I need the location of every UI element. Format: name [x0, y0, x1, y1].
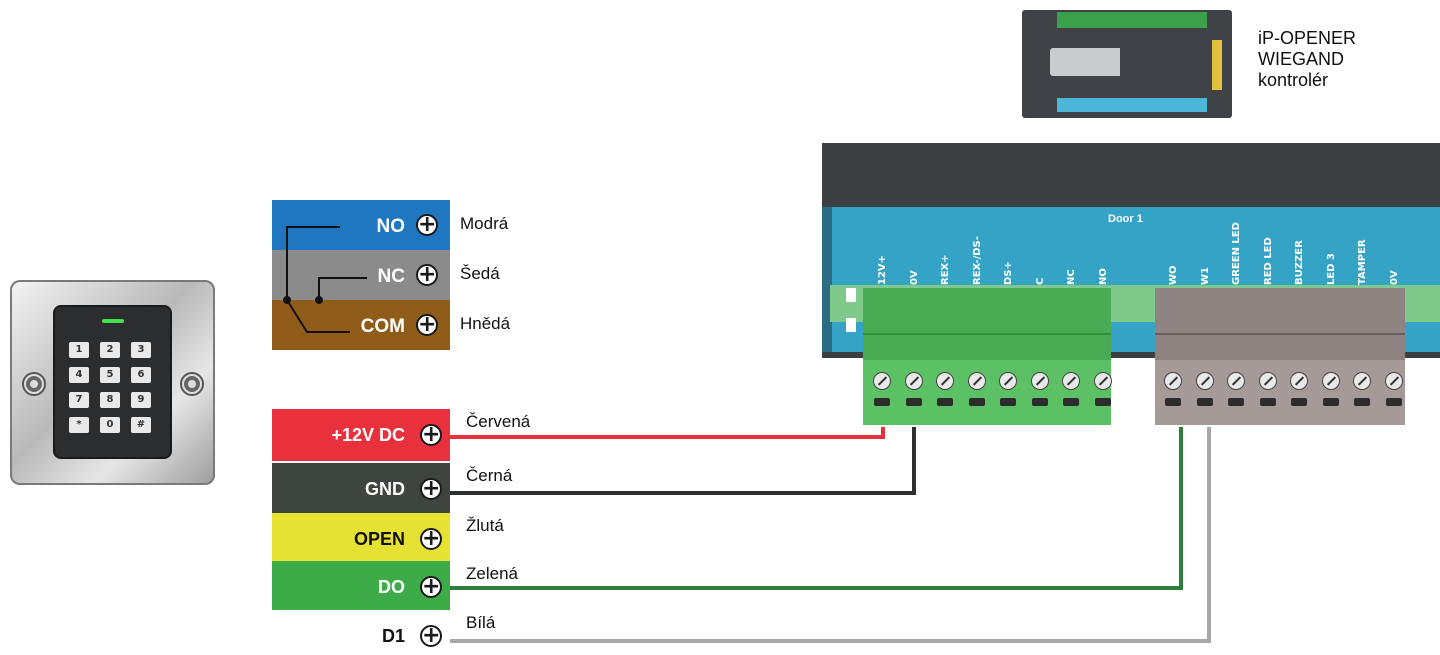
wire-white: [445, 427, 1211, 643]
terminal-slot: [1031, 398, 1048, 406]
controller-title-line2: WIEGAND: [1258, 49, 1345, 69]
cable-terminal-name: D1: [381, 626, 405, 646]
relay-wire-label: Modrá: [460, 214, 509, 233]
terminal-screw-icon: [967, 372, 986, 390]
cable-terminal-name: OPEN: [353, 529, 405, 549]
green-block-divider: [863, 333, 1111, 335]
terminal-slot: [905, 398, 922, 406]
terminal-plus-icon: +: [420, 526, 442, 551]
terminal-plus-icon: +: [420, 623, 442, 648]
terminal-screw-icon: [1290, 372, 1308, 390]
green-block-base: [863, 360, 1111, 425]
relay-terminal-name: NO: [376, 216, 406, 237]
keypad-key: 2: [100, 342, 120, 358]
relay-terminal-name: COM: [360, 316, 405, 337]
terminal-screw-icon: [1258, 372, 1277, 390]
wire-black: [445, 427, 916, 495]
keypad-key: 3: [131, 342, 151, 358]
wire-red: [445, 427, 885, 439]
terminal-plus-icon: +: [420, 422, 442, 447]
terminal-slot: [937, 398, 953, 406]
terminal-screw-icon: [1321, 372, 1340, 390]
controller-top-strip: [1057, 12, 1207, 28]
terminal-screw-icon: [999, 372, 1017, 390]
terminal-slot: [1322, 398, 1339, 406]
controller-bottom-strip: [1057, 98, 1207, 112]
terminal-slot: [1354, 398, 1370, 406]
cable-wire-label: Černá: [466, 466, 513, 485]
keypad-key: 6: [131, 367, 151, 383]
terminal-plus-icon: +: [416, 212, 438, 237]
terminal-screw-icon: [936, 372, 954, 390]
terminal-slot: [1196, 398, 1213, 406]
keypad-key: #: [131, 417, 151, 433]
cable-terminal-name: +12V DC: [331, 425, 405, 445]
keypad-led: [102, 319, 124, 323]
terminal-screw-icon: [904, 372, 923, 390]
terminal-slot: [874, 398, 890, 406]
cable-terminal-name: GND: [365, 479, 405, 499]
controller-title-line1: iP-OPENER: [1258, 28, 1357, 48]
cable-wire-label: Červená: [466, 412, 531, 431]
keypad-key: 9: [131, 392, 151, 408]
wire-green: [445, 427, 1183, 590]
terminal-slot: [1165, 398, 1181, 406]
cable-wire-label: Zelená: [466, 564, 518, 583]
keypad-left-screw: [24, 374, 44, 394]
keypad-right-screw: [182, 374, 202, 394]
controller-board-edge: [822, 207, 832, 352]
gray-block-base: [1155, 360, 1405, 425]
cable-wire-label: Bílá: [466, 613, 496, 632]
board-indicator-1: [846, 288, 856, 302]
relay-terminal-name: NC: [377, 266, 405, 287]
controller-photo: [1022, 10, 1232, 118]
controller-title: iP-OPENER WIEGAND kontrolér: [1258, 28, 1356, 91]
terminal-screw-icon: [1384, 372, 1403, 390]
door-label: Door 1: [1108, 213, 1143, 225]
controller-title-line3: kontrolér: [1258, 70, 1329, 90]
keypad-key: 5: [100, 367, 120, 383]
terminal-screw-icon: [1227, 372, 1245, 390]
controller-logo-panel: [1050, 48, 1120, 76]
terminal-slot: [1259, 398, 1276, 406]
controller-connector: [1212, 40, 1222, 90]
terminal-screw-icon: [1353, 372, 1371, 390]
green-terminal-block: [863, 288, 1111, 425]
terminal-slot: [1385, 398, 1402, 406]
keypad-key: 4: [69, 367, 89, 383]
relay-wire-label: Šedá: [460, 264, 500, 283]
keypad-key: 7: [69, 392, 89, 408]
terminal-slot: [1063, 398, 1079, 406]
relay-wiring: [283, 226, 367, 333]
terminal-plus-icon: +: [416, 312, 438, 337]
board-indicator-2: [846, 318, 856, 332]
terminal-slot: [1228, 398, 1244, 406]
cable-terminal-name: DO: [378, 577, 405, 597]
terminal-screw-icon: [1030, 372, 1049, 390]
terminal-screw-icon: [1195, 372, 1214, 390]
terminal-slot: [968, 398, 985, 406]
terminal-screw-icon: [873, 372, 891, 390]
terminal-plus-icon: +: [420, 476, 442, 501]
terminal-plus-icon: +: [420, 574, 442, 599]
gray-block-divider: [1155, 333, 1405, 335]
terminal-slot: [1291, 398, 1307, 406]
keypad-key: 1: [69, 342, 89, 358]
keypad-key: 0: [100, 417, 120, 433]
terminal-screw-icon: [1093, 372, 1112, 390]
terminal-screw-icon: [1164, 372, 1182, 390]
relay-wire-label: Hnědá: [460, 314, 511, 333]
terminal-slot: [1094, 398, 1111, 406]
keypad-key: *: [69, 417, 89, 433]
cable-wire-label: Žlutá: [466, 516, 504, 535]
terminal-plus-icon: +: [416, 262, 438, 287]
terminal-slot: [1000, 398, 1016, 406]
terminal-screw-icon: [1062, 372, 1080, 390]
keypad-key: 8: [100, 392, 120, 408]
